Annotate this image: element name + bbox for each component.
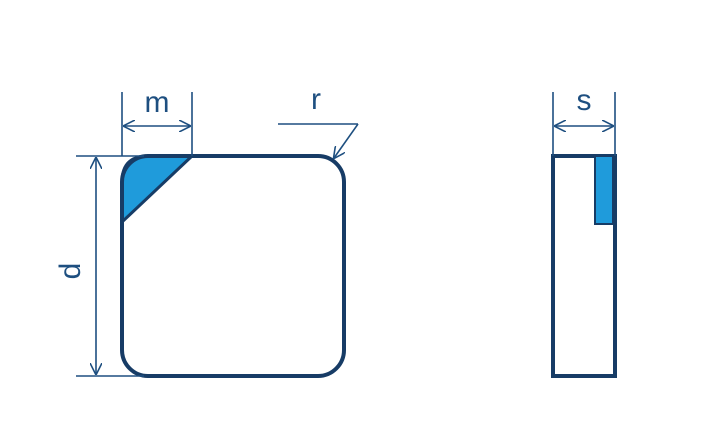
dimension-r: r [278,83,359,158]
dimension-r-label: r [311,83,321,116]
insert-top-view [120,154,346,378]
corner-cutting-edge [120,154,194,224]
insert-side-view [551,154,617,378]
dimension-d-label: d [54,263,87,280]
insert-outline [120,154,346,378]
side-view-cutting-edge [594,155,614,225]
side-view-outline [551,154,617,378]
dimension-s-label: s [577,84,592,117]
dimension-d: d [54,155,144,377]
dimension-m-label: m [145,86,170,119]
dimension-s: s [552,84,616,156]
dimension-m: m [121,86,193,156]
